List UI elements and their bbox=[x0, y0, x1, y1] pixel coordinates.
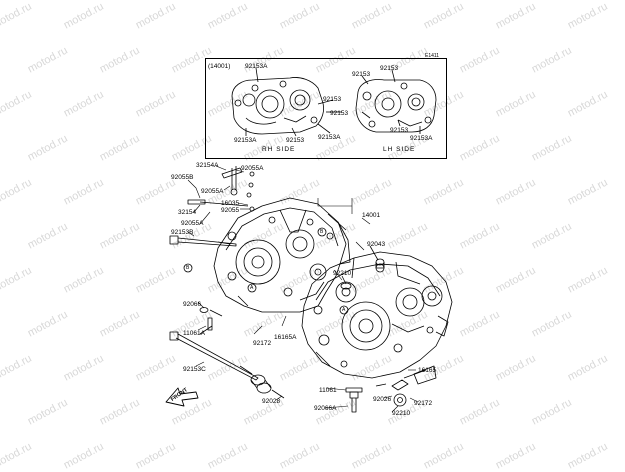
callout-92066: 92066 bbox=[183, 301, 201, 308]
callout-92026: 92026 bbox=[373, 396, 391, 403]
lh-crankcase-main bbox=[302, 252, 452, 378]
callout-14001: 14001 bbox=[362, 212, 380, 219]
callout-92210: 92210 bbox=[392, 410, 410, 417]
callout-32154: 32154 bbox=[178, 209, 196, 216]
callout-92153B: 92153B bbox=[171, 229, 193, 236]
callout-92172: 92172 bbox=[253, 340, 271, 347]
callout-92066A: 92066A bbox=[314, 405, 336, 412]
callout-92055: 92055 bbox=[221, 207, 239, 214]
callout-16035: 16035 bbox=[221, 200, 239, 207]
callout-11061: 11061 bbox=[319, 387, 337, 394]
callout-32154A: 32154A bbox=[196, 162, 218, 169]
pin-92043 bbox=[370, 246, 384, 268]
callout-92043: 92043 bbox=[367, 241, 385, 248]
marker-b: B bbox=[320, 229, 323, 236]
callout-92055B: 92055B bbox=[171, 174, 193, 181]
callout-92210: 92210 bbox=[333, 270, 351, 277]
callout-92153C: 92153C bbox=[183, 366, 206, 373]
callout-16165A: 16165A bbox=[274, 334, 296, 341]
callout-92055A: 92055A bbox=[181, 220, 203, 227]
callout-92172: 92172 bbox=[414, 400, 432, 407]
callout-92055A: 92055A bbox=[241, 165, 263, 172]
marker-a: A bbox=[342, 307, 345, 314]
callout-16165: 16165 bbox=[418, 367, 436, 374]
collar-92028 bbox=[251, 375, 284, 398]
inset-rh-crankcase bbox=[232, 77, 324, 134]
bolt-92153B bbox=[170, 236, 236, 246]
callout-11061A: 11061A bbox=[183, 330, 205, 337]
callout-92055A: 92055A bbox=[201, 188, 223, 195]
marker-b: B bbox=[186, 265, 189, 272]
rh-crankcase-main bbox=[214, 198, 350, 312]
marker-a: A bbox=[250, 285, 253, 292]
inset-lh-crankcase bbox=[356, 80, 436, 133]
callout-92028: 92028 bbox=[262, 398, 280, 405]
